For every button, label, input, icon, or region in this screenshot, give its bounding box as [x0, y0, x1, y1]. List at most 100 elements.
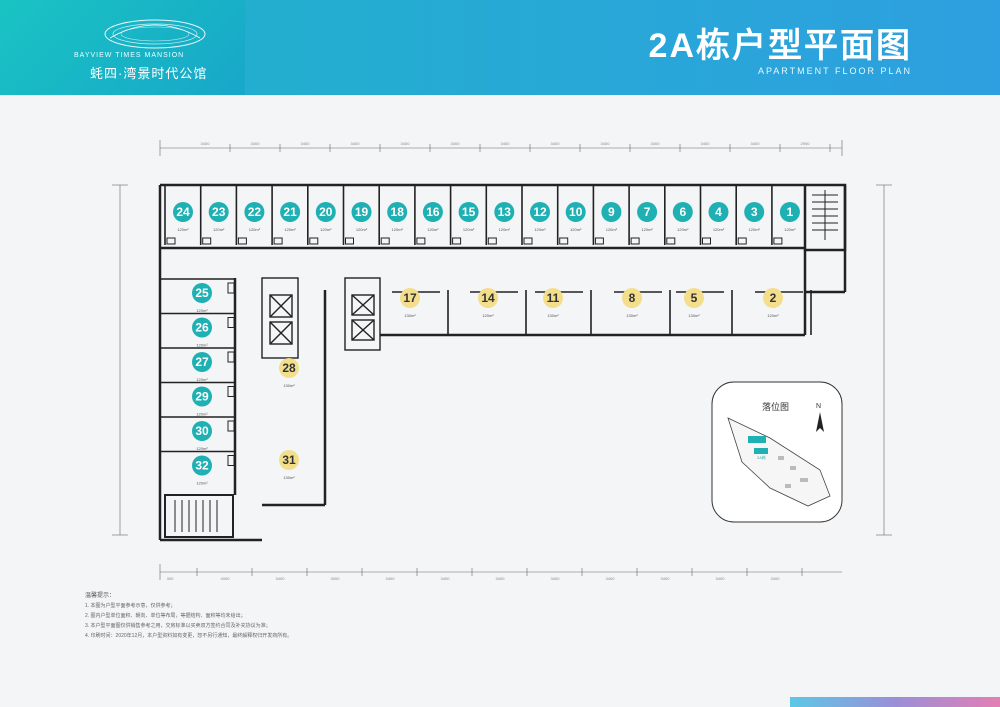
unit-badge: [192, 455, 212, 476]
unit-door: [737, 237, 747, 245]
site-block: [800, 478, 808, 482]
unit-door: [380, 237, 390, 245]
unit-number: 15: [462, 205, 476, 219]
unit-door: [416, 237, 426, 245]
unit-badge: [192, 421, 212, 441]
north-label: N: [816, 403, 821, 410]
unit-area: 120m²: [356, 227, 368, 232]
unit-number: 13: [498, 205, 512, 219]
elevator-core-left: [261, 277, 299, 359]
top-row-partitions: [164, 185, 783, 245]
unit-number: 28: [282, 361, 296, 375]
unit-area: 130m²: [626, 313, 638, 318]
dimension-label: 3000: [331, 576, 341, 581]
unit-area: 120m²: [784, 227, 796, 232]
unit-badge: [351, 202, 372, 222]
dimension-label: 3400: [301, 141, 311, 146]
site-block: [785, 484, 791, 488]
unit-badge: [173, 202, 193, 222]
unit-number: 30: [195, 424, 209, 438]
building-walls: [158, 183, 847, 542]
unit-number: 22: [248, 205, 262, 219]
dimension-label: 3400: [651, 141, 661, 146]
site-block: [778, 456, 784, 460]
unit-2: 2 120m²: [763, 288, 783, 318]
unit-area: 120m²: [196, 308, 208, 313]
unit-area: 130m²: [547, 313, 559, 318]
unit-badge: [422, 202, 443, 222]
dimension-label: 3400: [701, 141, 711, 146]
unit-badge: [530, 202, 550, 222]
unit-badge: [744, 202, 765, 222]
unit-badge: [400, 288, 420, 308]
unit-door: [630, 237, 640, 245]
unit-badge: [637, 202, 658, 222]
unit-door: [227, 317, 235, 328]
dimension-label: 3400: [551, 141, 561, 146]
unit-number: 21: [283, 205, 297, 219]
unit-area: 120m²: [196, 343, 208, 348]
unit-door: [523, 237, 533, 245]
site-block: [790, 466, 796, 470]
unit-badge: [280, 202, 301, 222]
left-column-partitions: [160, 278, 235, 466]
unit-door: [594, 237, 604, 245]
unit-number: 27: [195, 355, 209, 369]
logo-panel: BAYVIEW TIMES MANSION 蚝四·湾景时代公馆: [0, 0, 245, 95]
unit-number: 29: [195, 390, 209, 404]
unit-door: [452, 237, 462, 245]
unit-area: 120m²: [213, 227, 225, 232]
dimension-label: 2900: [801, 141, 811, 146]
unit-number: 18: [391, 205, 405, 219]
dimension-label: 3400: [386, 576, 396, 581]
unit-area: 120m²: [534, 227, 546, 232]
unit-badge: [543, 288, 563, 308]
unit-badge: [244, 202, 265, 222]
unit-door: [309, 237, 319, 245]
unit-door: [227, 351, 235, 363]
unit-number: 5: [691, 291, 698, 305]
location-map: 落位图 N 2A栋: [711, 381, 843, 523]
dimension-label: 3400: [351, 141, 361, 146]
unit-badge: [192, 283, 212, 303]
unit-area: 130m²: [688, 313, 700, 318]
note-item: 4. 印刷时间：2020年12月，本户型资料如有变更，恕不另行通知，最终解释权归…: [85, 633, 293, 639]
logo-arc-icon: [104, 19, 206, 49]
stair-top-right: [812, 190, 838, 240]
footer-gradient-bar: [790, 697, 1000, 707]
notes-title: 温馨提示：: [85, 593, 116, 599]
unit-area: 130m²: [283, 475, 295, 480]
unit-number: 17: [403, 291, 417, 305]
location-map-title: 落位图: [762, 401, 789, 412]
unit-number: 10: [569, 205, 583, 219]
unit-number: 20: [319, 205, 333, 219]
unit-badge: [192, 352, 212, 372]
unit-badge: [208, 202, 229, 222]
top-units: 24120m²23120m²22120m²21120m²20120m²19120…: [173, 202, 800, 232]
logo-chinese: 蚝四·湾景时代公馆: [90, 66, 208, 81]
dimension-label: 3400: [771, 576, 781, 581]
unit-area: 120m²: [677, 227, 689, 232]
dimension-label: 3400: [716, 576, 726, 581]
stair-bottom-left: [164, 494, 234, 538]
unit-area: 120m²: [570, 227, 582, 232]
unit-area: 120m²: [767, 313, 779, 318]
unit-door: [559, 237, 569, 245]
unit-badge: [478, 288, 498, 308]
unit-number: 2: [770, 291, 777, 305]
unit-badge: [708, 202, 729, 222]
north-arrow-icon: [816, 412, 824, 432]
